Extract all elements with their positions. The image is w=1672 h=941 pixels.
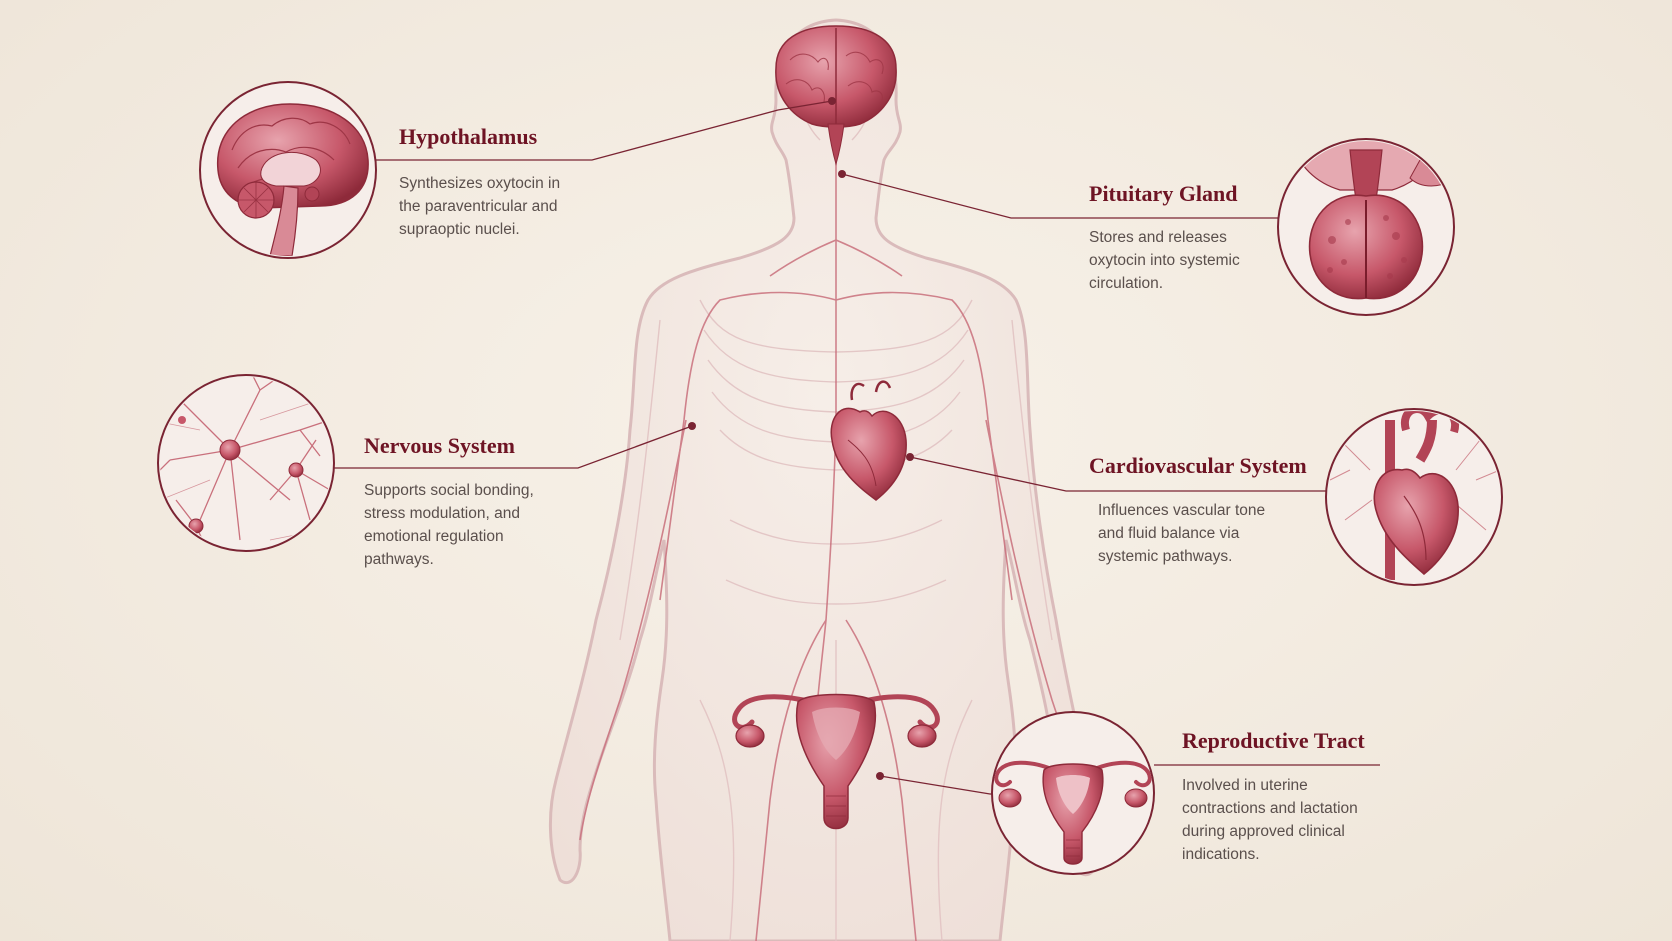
uterus-icon	[991, 711, 1155, 875]
callout-title: Hypothalamus	[399, 124, 538, 149]
leader-line-cardio	[909, 456, 1328, 492]
callout-title: Cardiovascular System	[1089, 453, 1307, 478]
description-line: pathways.	[364, 551, 434, 568]
leader-dots	[688, 97, 914, 780]
brain-sagittal-icon	[199, 81, 377, 259]
callout-title: Pituitary Gland	[1089, 181, 1238, 206]
callout-title: Reproductive Tract	[1182, 728, 1365, 753]
callout-description: Supports social bonding, stress modulati…	[364, 479, 564, 571]
description-line: Influences vascular tone	[1098, 502, 1266, 519]
callout-title: Nervous System	[364, 433, 515, 458]
leader-lines	[334, 100, 1380, 795]
body-silhouette	[548, 18, 1096, 941]
description-line: indications.	[1182, 846, 1260, 863]
callout-description: Synthesizes oxytocin in the paraventricu…	[399, 172, 589, 241]
description-line: Stores and releases	[1089, 229, 1227, 246]
heart-icon	[1325, 408, 1503, 586]
callout-hypothalamus: Hypothalamus Synthesizes oxytocin in the…	[399, 124, 560, 238]
uterus-organ	[732, 693, 940, 830]
callout-description: Involved in uterine contractions and lac…	[1182, 774, 1382, 866]
description-line: during approved clinical	[1182, 823, 1345, 840]
description-line: stress modulation, and	[364, 505, 520, 522]
callout-nervous-system: Nervous System Supports social bonding, …	[364, 433, 534, 568]
leader-line-pituitary	[841, 173, 1282, 219]
description-line: Synthesizes oxytocin in	[399, 175, 561, 192]
description-line: Involved in uterine	[1182, 777, 1308, 794]
callout-description: Influences vascular tone and fluid balan…	[1098, 499, 1298, 568]
leader-line-nervous	[334, 425, 693, 469]
callout-pituitary: Pituitary Gland Stores and releases oxyt…	[1089, 181, 1240, 292]
callout-cardiovascular-system: Cardiovascular System Influences vascula…	[1089, 453, 1307, 565]
description-line: contractions and lactation	[1182, 800, 1358, 817]
neuron-network-icon	[157, 374, 335, 552]
description-line: circulation.	[1089, 275, 1164, 292]
callout-reproductive-tract: Reproductive Tract Involved in uterine c…	[1182, 728, 1365, 863]
description-line: systemic pathways.	[1098, 548, 1233, 565]
description-line: and fluid balance via	[1098, 525, 1240, 542]
brain-organ	[775, 25, 897, 166]
human-body-figure	[548, 18, 1096, 941]
description-line: the paraventricular and	[399, 198, 558, 215]
description-line: oxytocin into systemic	[1089, 252, 1240, 269]
heart-organ	[830, 380, 907, 501]
description-line: supraoptic nuclei.	[399, 221, 520, 238]
leader-line-hypothalamus	[374, 100, 833, 161]
vessel-network	[579, 150, 1091, 941]
pituitary-gland-icon	[1277, 138, 1455, 316]
callout-description: Stores and releases oxytocin into system…	[1089, 226, 1279, 295]
description-line: Supports social bonding,	[364, 482, 534, 499]
description-line: emotional regulation	[364, 528, 504, 545]
